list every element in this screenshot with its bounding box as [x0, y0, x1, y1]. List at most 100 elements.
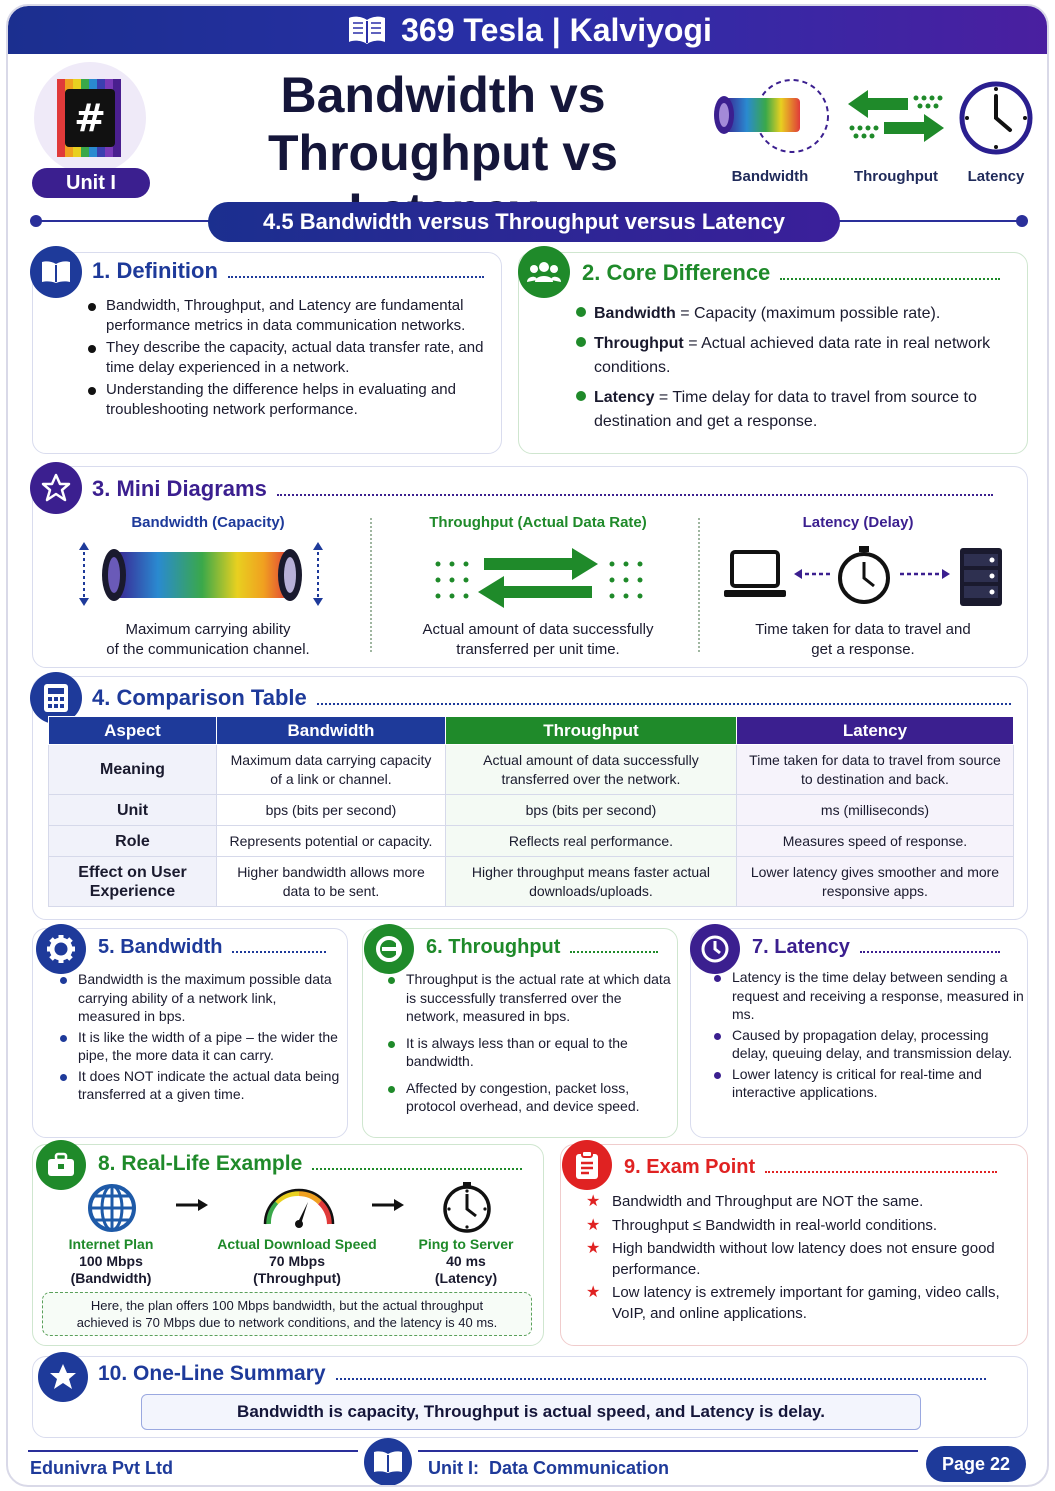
top-banner: 369 Tesla | Kalviyogi [8, 6, 1047, 54]
header-throughput: Throughput [846, 76, 946, 185]
book-icon [374, 1451, 402, 1473]
mini-diagrams-heading: 3. Mini Diagrams [92, 476, 993, 502]
footer-unit: Unit I: Data Communication [428, 1458, 670, 1478]
throughput-heading: 6. Throughput [426, 936, 659, 959]
list-item: They describe the capacity, actual data … [86, 338, 486, 378]
footer-company: Edunivra Pvt Ltd [30, 1458, 174, 1478]
group-icon [527, 262, 561, 282]
bandwidth-pipe-diagram [79, 542, 323, 606]
definition-heading: 1. Definition [92, 258, 484, 284]
open-book-icon [349, 16, 386, 44]
table-header-bandwidth: Bandwidth [216, 716, 446, 745]
list-item: Bandwidth = Capacity (maximum possible r… [574, 302, 1014, 326]
svg-text:#: # [74, 96, 106, 140]
latency-card [690, 928, 1028, 1138]
footer: Edunivra Pvt Ltd Unit I: Data Communicat… [8, 1438, 1047, 1485]
comparison-heading: 4. Comparison Table [92, 685, 1011, 711]
page: 369 Tesla | Kalviyogi # Unit I Bandwidth… [6, 4, 1049, 1487]
chip-logo: # [34, 62, 146, 174]
list-item: Throughput is the actual rate at which d… [386, 970, 672, 1026]
list-item: Affected by congestion, packet loss, pro… [386, 1079, 672, 1116]
latency-badge [690, 924, 740, 974]
section-subtitle: 4.5 Bandwidth versus Throughput versus L… [208, 202, 840, 242]
globe-icon [88, 1184, 136, 1232]
latency-heading: 7. Latency [752, 936, 1000, 959]
header-bandwidth: Bandwidth [710, 76, 830, 185]
exam-badge [562, 1140, 612, 1190]
list-item: Throughput = Actual achieved data rate i… [574, 332, 1014, 380]
hash-chip-icon: # [57, 79, 121, 157]
briefcase-icon [48, 1152, 74, 1176]
calculator-icon [44, 684, 68, 712]
definition-card [32, 252, 502, 454]
unit-pill: Unit I [32, 168, 150, 198]
list-item: Bandwidth, Throughput, and Latency are f… [86, 296, 486, 336]
core-difference-list: Bandwidth = Capacity (maximum possible r… [574, 302, 1014, 440]
star-icon [50, 1364, 76, 1389]
summary-badge [38, 1352, 88, 1402]
comparison-badge [30, 672, 82, 724]
list-item: It does NOT indicate the actual data bei… [58, 1067, 340, 1104]
latency-list: Latency is the time delay between sendin… [712, 968, 1024, 1104]
example-heading: 8. Real-Life Example [98, 1152, 523, 1176]
throughput-card [362, 928, 678, 1138]
page-number: Page 22 [926, 1446, 1026, 1482]
list-item: Bandwidth and Throughput are NOT the sam… [586, 1192, 1006, 1213]
mini-throughput-title: Throughput (Actual Data Rate) [429, 514, 647, 531]
header-latency: Latency [956, 76, 1036, 185]
throughput-badge [364, 924, 414, 974]
list-item: High bandwidth without low latency does … [586, 1239, 1006, 1280]
book-icon [42, 261, 70, 283]
list-item: Lower latency is critical for real-time … [712, 1065, 1024, 1102]
server-icon [960, 548, 1002, 606]
speedometer-icon [263, 1188, 335, 1228]
list-item: It is always less than or equal to the b… [386, 1034, 672, 1071]
footer-book-badge [364, 1438, 412, 1485]
stopwatch-icon [838, 546, 890, 604]
list-item: Throughput ≤ Bandwidth in real-world con… [586, 1216, 1006, 1237]
definition-list: Bandwidth, Throughput, and Latency are f… [86, 296, 486, 422]
definition-badge [30, 246, 82, 298]
bandwidth-card [32, 928, 348, 1138]
latency-diagram [724, 546, 1002, 606]
table-header-throughput: Throughput [444, 716, 737, 745]
clock-small-icon [701, 935, 729, 963]
banner-title: 369 Tesla | Kalviyogi [401, 11, 712, 48]
list-item: It is like the width of a pipe – the wid… [58, 1028, 340, 1065]
arrow-right-icon [176, 1199, 208, 1211]
list-item: Bandwidth is the maximum possible data c… [58, 970, 340, 1026]
example-badge [36, 1140, 86, 1190]
refresh-icon [376, 936, 402, 962]
table-header-latency: Latency [735, 716, 1015, 745]
throughput-list: Throughput is the actual rate at which d… [386, 970, 672, 1124]
table-header-aspect: Aspect [48, 716, 217, 745]
list-item: Low latency is extremely important for g… [586, 1283, 1006, 1324]
mini-separator-1 [370, 518, 372, 652]
stopwatch-small-icon [443, 1182, 491, 1233]
throughput-arrows-diagram [435, 548, 643, 608]
core-difference-badge [518, 246, 570, 298]
example-note: Here, the plan offers 100 Mbps bandwidth… [42, 1292, 532, 1336]
list-item: Understanding the difference helps in ev… [86, 380, 486, 420]
core-difference-card [518, 252, 1028, 454]
line-dot-left [30, 215, 42, 227]
exam-heading: 9. Exam Point [624, 1156, 998, 1179]
gear-icon [47, 935, 75, 963]
star-outline-icon [41, 473, 71, 502]
summary-heading: 10. One-Line Summary [98, 1362, 986, 1386]
mini-latency-title: Latency (Delay) [802, 514, 914, 531]
mini-bandwidth-title: Bandwidth (Capacity) [131, 514, 285, 531]
comparison-table: Aspect Bandwidth Throughput Latency Mean… [48, 716, 1015, 907]
bandwidth-badge [36, 924, 86, 974]
bandwidth-list: Bandwidth is the maximum possible data c… [58, 970, 340, 1106]
list-item: Caused by propagation delay, processing … [712, 1026, 1024, 1063]
mini-diagrams-badge [30, 462, 82, 514]
